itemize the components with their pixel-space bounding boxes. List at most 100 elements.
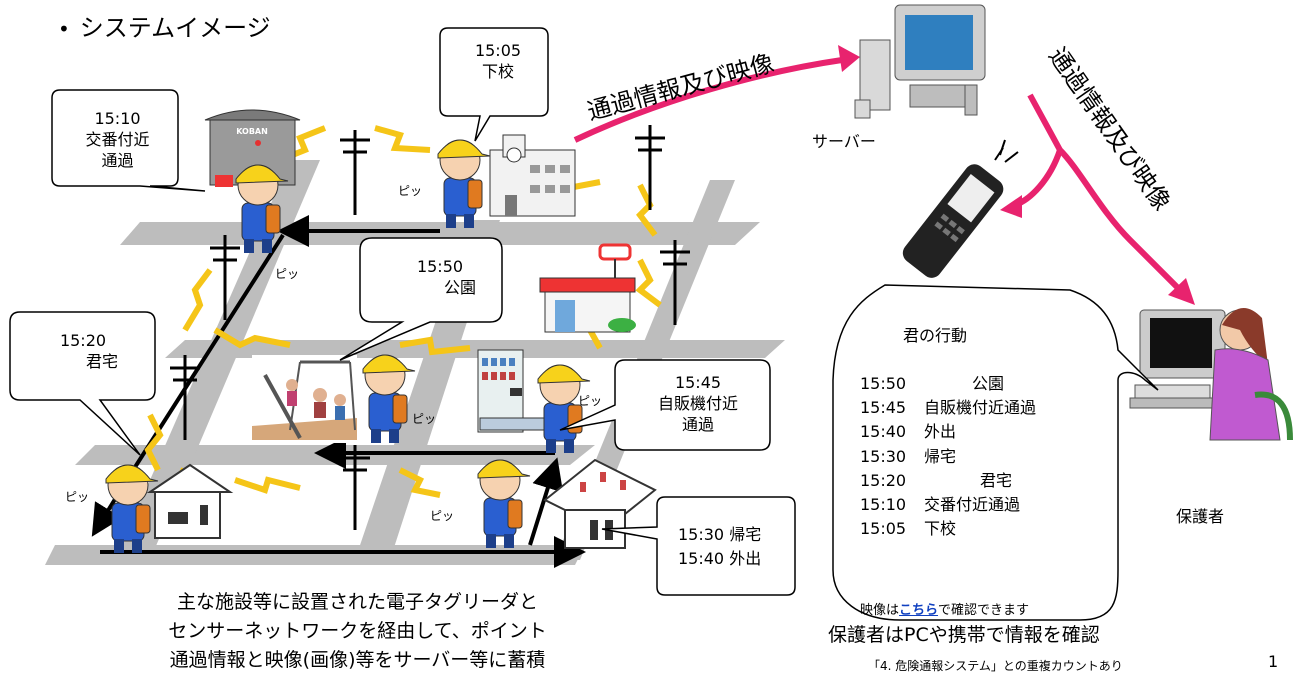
- pi-sound-label: ピッ: [275, 267, 300, 281]
- callout-place: 君宅: [85, 352, 118, 371]
- log-time: 15:50: [860, 374, 907, 393]
- log-place: 帰宅: [924, 446, 957, 466]
- activity-log-row: 15:10 交番付近通過: [860, 493, 1036, 517]
- callout-1530-text: 15:30 帰宅 15:40 外出: [668, 523, 803, 571]
- note-prefix: 映像は: [860, 603, 900, 618]
- server-label: サーバー: [812, 132, 876, 151]
- wave: [213, 327, 291, 349]
- activity-log-row: 15:30 帰宅: [860, 445, 1036, 469]
- note-suffix: で確認できます: [938, 603, 1030, 618]
- system-caption: 主な施設等に設置された電子タグリーダと センサーネットワークを経由して、ポイント…: [105, 588, 610, 675]
- park-scene: [252, 355, 357, 443]
- log-time: 15:30: [860, 446, 907, 466]
- callout-1520-text: 15:20 君宅: [28, 330, 138, 372]
- callout-line1: 自販機付近: [657, 394, 738, 413]
- slide-title: • システムイメージ: [58, 8, 271, 43]
- activity-title: 君の行動: [903, 326, 968, 345]
- caption-line: センサーネットワークを経由して、ポイント: [168, 620, 547, 642]
- route-arrow: [528, 457, 564, 546]
- callout-time: 15:10: [94, 109, 141, 128]
- log-time: 15:10: [860, 495, 907, 515]
- school-building: [489, 134, 576, 217]
- road-middle: [165, 340, 785, 358]
- callout-time: 15:05: [474, 41, 522, 60]
- students: [105, 139, 591, 553]
- koban-sign: KOBAN: [236, 127, 268, 136]
- log-time: 15:20: [860, 470, 907, 490]
- caption-line: 通過情報と映像(画像)等をサーバー等に蓄積: [169, 649, 546, 671]
- wave: [182, 268, 213, 332]
- title-text: システムイメージ: [79, 14, 271, 42]
- wave: [399, 336, 471, 356]
- arrow-head: [1168, 278, 1195, 305]
- callout-1510: [51, 89, 206, 192]
- log-place: 交番付近通過: [924, 495, 1021, 515]
- bullet-icon: •: [58, 17, 70, 41]
- wave: [234, 476, 301, 494]
- wave: [636, 183, 658, 237]
- log-place: 公園: [972, 374, 1005, 393]
- guardian-at-pc: [1129, 308, 1293, 441]
- activity-bubble: [832, 284, 1159, 621]
- pole: [340, 130, 370, 215]
- callout-1520: [9, 311, 156, 456]
- callout-line1: 15:30 帰宅: [678, 525, 762, 544]
- page-number: 1: [1268, 652, 1279, 671]
- guardian-label: 保護者: [1176, 507, 1225, 526]
- data-flow-arrows: [573, 45, 1195, 305]
- pi-sound-label: ピッ: [398, 184, 423, 198]
- student-icon: [235, 164, 289, 253]
- guardian-caption: 保護者はPCや携帯で情報を確認: [828, 624, 1100, 646]
- callout-1530: [601, 496, 796, 596]
- pole: [340, 445, 370, 530]
- callouts: [9, 27, 1159, 621]
- server-computer: [854, 4, 986, 119]
- footnote: 「4. 危険通報システム」との重複カウントあり: [868, 659, 1123, 673]
- video-link[interactable]: こちら: [899, 603, 939, 618]
- callout-time: 15:20: [59, 331, 107, 350]
- flow-label-guardian: 通過情報及び映像: [1043, 42, 1176, 215]
- callout-1545-text: 15:45 自販機付近 通過: [628, 372, 768, 435]
- pole: [170, 355, 200, 440]
- callout-time: 15:45: [674, 373, 722, 392]
- callout-1550-text: 15:50 公園: [390, 256, 490, 298]
- callout-time: 15:50: [416, 257, 464, 276]
- callout-1545: [559, 359, 771, 451]
- log-place: 外出: [924, 422, 957, 442]
- activity-log-row: 15:20 君宅: [860, 469, 1036, 493]
- callout-1510-text: 15:10 交番付近 通過: [55, 108, 180, 171]
- pi-sound-label: ピッ: [578, 394, 603, 408]
- mobile-phone-icon: [902, 139, 1019, 278]
- pole: [660, 240, 690, 325]
- student-icon: [437, 139, 491, 228]
- wave: [635, 258, 662, 308]
- callout-1550: [339, 237, 503, 361]
- callout-place: 公園: [443, 278, 476, 297]
- log-time: 15:45: [860, 398, 907, 418]
- caption-line: 主な施設等に設置された電子タグリーダと: [176, 591, 538, 613]
- log-place: 下校: [924, 519, 957, 539]
- pi-sound-label: ピッ: [412, 412, 437, 426]
- flow-label-server: 通過情報及び映像: [584, 49, 777, 126]
- callout-line2: 15:40 外出: [678, 549, 762, 568]
- log-place: 君宅: [980, 470, 1013, 490]
- callout-line1: 交番付近: [85, 130, 150, 149]
- convenience-store: [539, 243, 636, 333]
- house-home: [146, 463, 234, 539]
- wave: [398, 467, 441, 498]
- callout-1505-text: 15:05 下校: [448, 40, 548, 82]
- route-line: [128, 233, 285, 477]
- utility-poles: [170, 125, 690, 530]
- pi-sound-label: ピッ: [430, 509, 455, 523]
- activity-log-row: 15:50 公園: [860, 372, 1036, 396]
- route-arrows: [91, 215, 586, 568]
- callout-place: 下校: [481, 62, 514, 81]
- callout-1505: [439, 27, 549, 142]
- callout-line2: 通過: [681, 415, 714, 434]
- arrow-head: [1000, 195, 1022, 218]
